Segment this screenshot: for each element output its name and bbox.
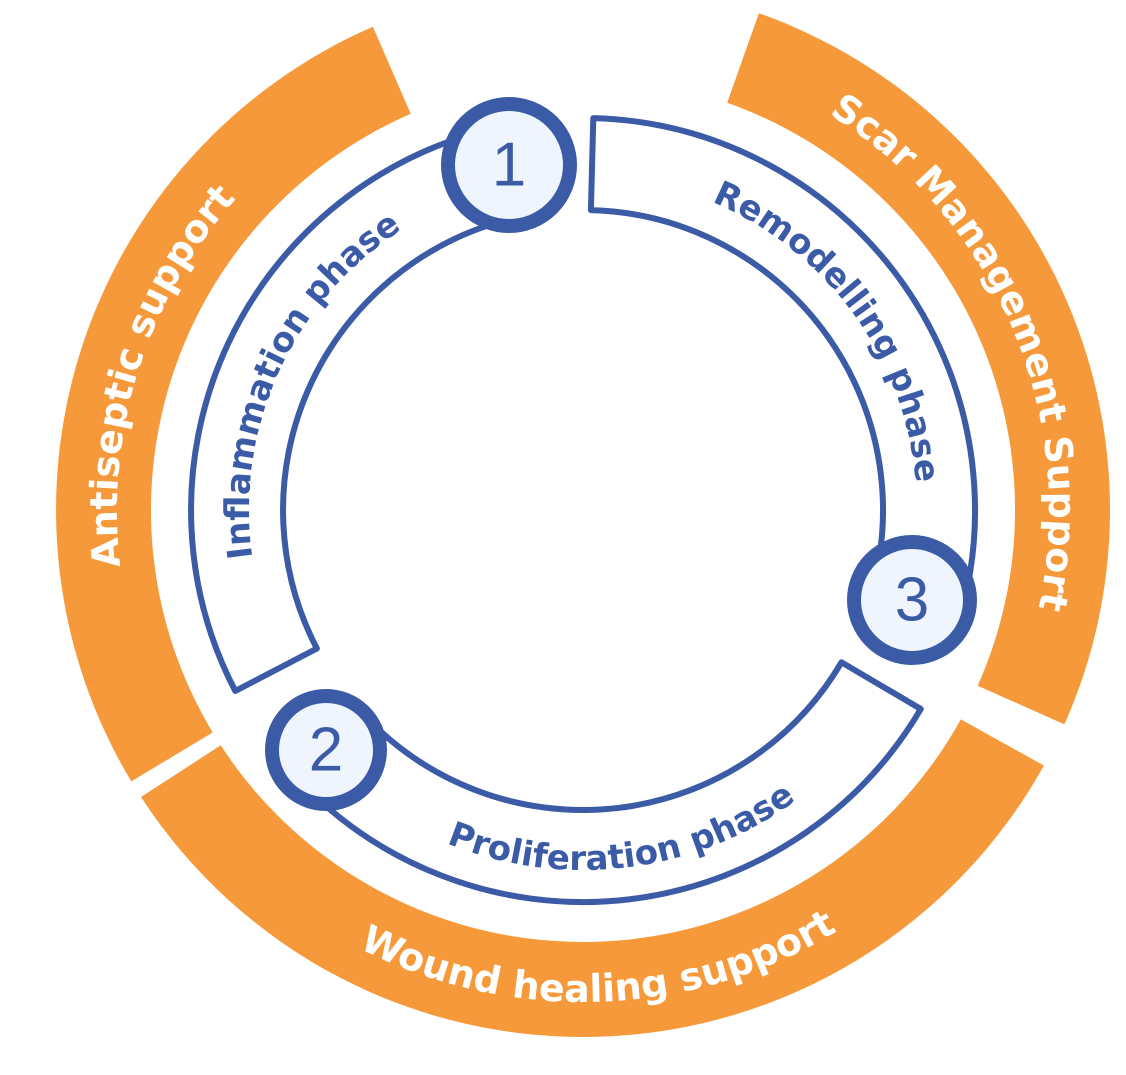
phase-2-number: 2: [309, 716, 343, 785]
phase-3-circle: [847, 535, 977, 665]
phase-3-marker: 3: [847, 535, 977, 665]
phase-3-number: 3: [895, 566, 929, 635]
phase-2-marker: 2: [265, 689, 387, 811]
scar-management-support-band: [727, 13, 1110, 725]
phase-1-number: 1: [492, 131, 526, 200]
phase-1-circle: [441, 97, 577, 233]
wound-healing-support-band: [141, 719, 1044, 1037]
phase-2-circle: [265, 689, 387, 811]
phase-1-marker: 1: [441, 97, 577, 233]
antiseptic-support-band: [56, 26, 411, 782]
